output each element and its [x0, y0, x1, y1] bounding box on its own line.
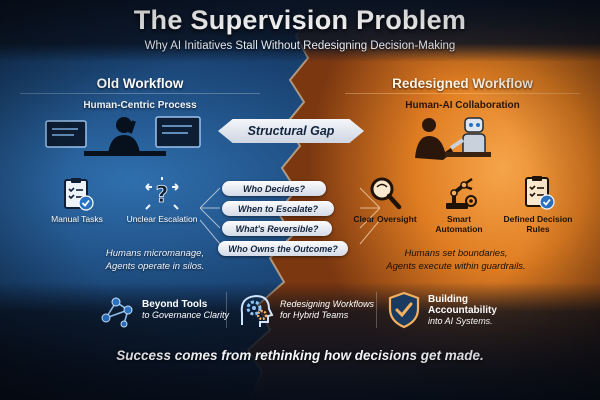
- network-icon: [101, 297, 133, 328]
- benefit-governance-line2: to Governance Clarity: [142, 310, 230, 320]
- benefit-accountability-line3: into AI Systems.: [428, 315, 493, 326]
- old-workflow-note-line1: Humans micromanage,: [105, 248, 205, 259]
- question-who-decides: Who Decides?: [222, 181, 326, 196]
- defined-decision-rules-label: Defined Decision Rules: [498, 214, 578, 234]
- defined-decision-rules-label-line1: Defined Decision: [503, 214, 573, 224]
- bottom-band: [0, 282, 600, 400]
- benefit-hybrid-text: Redesigning Workflows for Hybrid Teams: [280, 299, 374, 321]
- smart-automation-label: Smart Automation: [435, 214, 483, 234]
- old-workflow-note: Humans micromanage, Agents operate in si…: [60, 247, 250, 273]
- benefit-accountability-line1: Building: [428, 293, 468, 305]
- question-whats-reversible: What's Reversible?: [222, 221, 332, 236]
- question-when-to-escalate: When to Escalate?: [222, 201, 334, 216]
- unclear-escalation-item: ? Unclear Escalation: [122, 177, 202, 224]
- defined-decision-rules-item: Defined Decision Rules: [498, 175, 578, 234]
- clear-oversight-item: Clear Oversight: [350, 175, 420, 224]
- unclear-escalation-label: Unclear Escalation: [126, 214, 198, 224]
- benefit-divider: [226, 292, 227, 328]
- clear-oversight-label: Clear Oversight: [353, 214, 417, 224]
- checklist-icon: [525, 176, 555, 210]
- benefit-accountability: Building Accountability into AI Systems.: [386, 288, 497, 332]
- redesigned-workflow-subheading: Human-AI Collaboration: [405, 100, 520, 111]
- redesigned-workflow-note-line1: Humans set boundaries,: [404, 248, 508, 259]
- page-title: The Supervision Problem: [133, 5, 467, 35]
- smart-automation-item: Smart Automation: [423, 175, 495, 234]
- shield-check-icon: [388, 291, 420, 329]
- question-arrows-icon: ?: [145, 177, 179, 210]
- benefit-governance-line1: Beyond Tools: [142, 299, 208, 310]
- redesigned-workflow-heading: Redesigned Workflow: [345, 74, 580, 94]
- benefit-hybrid-teams: Redesigning Workflows for Hybrid Teams: [236, 288, 374, 332]
- manual-tasks-item: Manual Tasks: [42, 177, 112, 224]
- tagline: Success comes from rethinking how decisi…: [116, 348, 484, 363]
- old-workflow-heading: Old Workflow: [20, 74, 260, 94]
- benefit-divider: [376, 292, 377, 328]
- human-at-monitors-illustration: [45, 116, 201, 156]
- top-band: [0, 0, 600, 62]
- benefit-accountability-text: Building Accountability into AI Systems.: [428, 294, 497, 327]
- checklist-icon: [64, 178, 94, 211]
- question-who-owns-outcome: Who Owns the Outcome?: [218, 241, 348, 256]
- old-workflow-subheading: Human-Centric Process: [83, 100, 197, 111]
- robot-arm-icon: [446, 177, 477, 209]
- defined-decision-rules-label-line2: Rules: [526, 224, 550, 234]
- old-workflow-note-line2: Agents operate in silos.: [105, 261, 205, 272]
- magnifier-icon: [370, 177, 402, 210]
- redesigned-workflow-note: Humans set boundaries, Agents execute wi…: [366, 247, 546, 273]
- gears-head-icon: [240, 294, 274, 327]
- human-robot-collaboration-illustration: [415, 117, 491, 160]
- benefit-accountability-line2: Accountability: [428, 304, 497, 316]
- benefit-governance-text: Beyond Tools to Governance Clarity: [142, 299, 229, 321]
- question-connector-lines: [200, 187, 380, 245]
- benefit-hybrid-line2: for Hybrid Teams: [280, 310, 349, 320]
- structural-gap-banner: Structural Gap: [218, 119, 364, 143]
- redesigned-workflow-note-line2: Agents execute within guardrails.: [386, 261, 526, 272]
- benefit-hybrid-line1: Redesigning Workflows: [280, 299, 375, 309]
- svg-text:?: ?: [156, 183, 169, 208]
- manual-tasks-label: Manual Tasks: [51, 214, 103, 224]
- page-subtitle: Why AI Initiatives Stall Without Redesig…: [144, 40, 456, 52]
- benefit-governance-clarity: Beyond Tools to Governance Clarity: [98, 288, 229, 332]
